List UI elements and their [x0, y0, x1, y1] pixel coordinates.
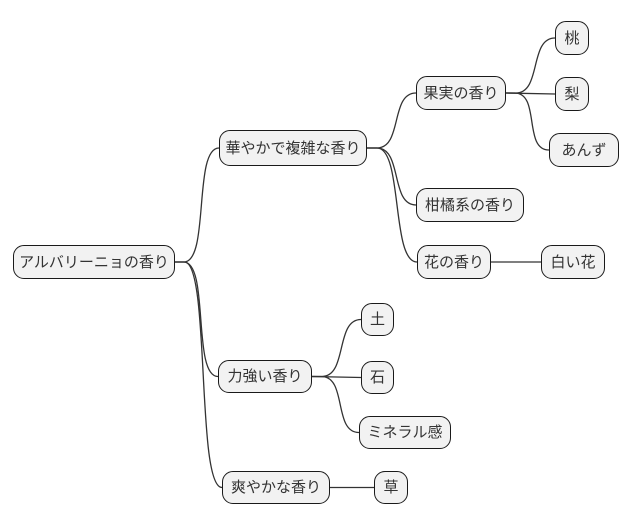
mindmap-node-kusa[interactable]: 草: [374, 471, 408, 504]
edge-hanayaka-hana: [366, 147, 418, 263]
mindmap-node-sawayaka[interactable]: 爽やかな香り: [222, 471, 330, 504]
edge-kajitsu-momo: [505, 37, 556, 94]
mindmap-node-anzu[interactable]: あんず: [549, 133, 619, 167]
mindmap-node-hana[interactable]: 花の香り: [417, 245, 491, 279]
edge-hanayaka-kajitsu: [366, 92, 417, 149]
mindmap-node-kajitsu[interactable]: 果実の香り: [416, 76, 506, 110]
edge-chikara-mineral: [311, 375, 360, 434]
edge-hanayaka-kankitsu: [366, 147, 417, 206]
edge-root-hanayaka: [174, 147, 220, 263]
mindmap-node-mineral[interactable]: ミネラル感: [359, 416, 451, 449]
mindmap-node-kankitsu[interactable]: 柑橘系の香り: [416, 188, 524, 222]
mindmap-node-ishi[interactable]: 石: [361, 361, 394, 394]
edge-chikara-tsuchi: [311, 318, 362, 378]
mindmap-node-hanayaka[interactable]: 華やかで複雑な香り: [219, 130, 367, 166]
mindmap-node-momo[interactable]: 桃: [555, 21, 589, 55]
mindmap-node-tsuchi[interactable]: 土: [361, 303, 394, 336]
mindmap-node-shiroihana[interactable]: 白い花: [541, 245, 605, 279]
edge-root-chikara: [174, 261, 219, 378]
edge-root-sawayaka: [174, 261, 223, 489]
edge-kajitsu-anzu: [505, 92, 550, 151]
mindmap-node-chikara[interactable]: 力強い香り: [218, 360, 312, 393]
mindmap-node-nashi[interactable]: 梨: [555, 77, 589, 111]
mindmap-node-root[interactable]: アルバリーニョの香り: [13, 245, 175, 279]
